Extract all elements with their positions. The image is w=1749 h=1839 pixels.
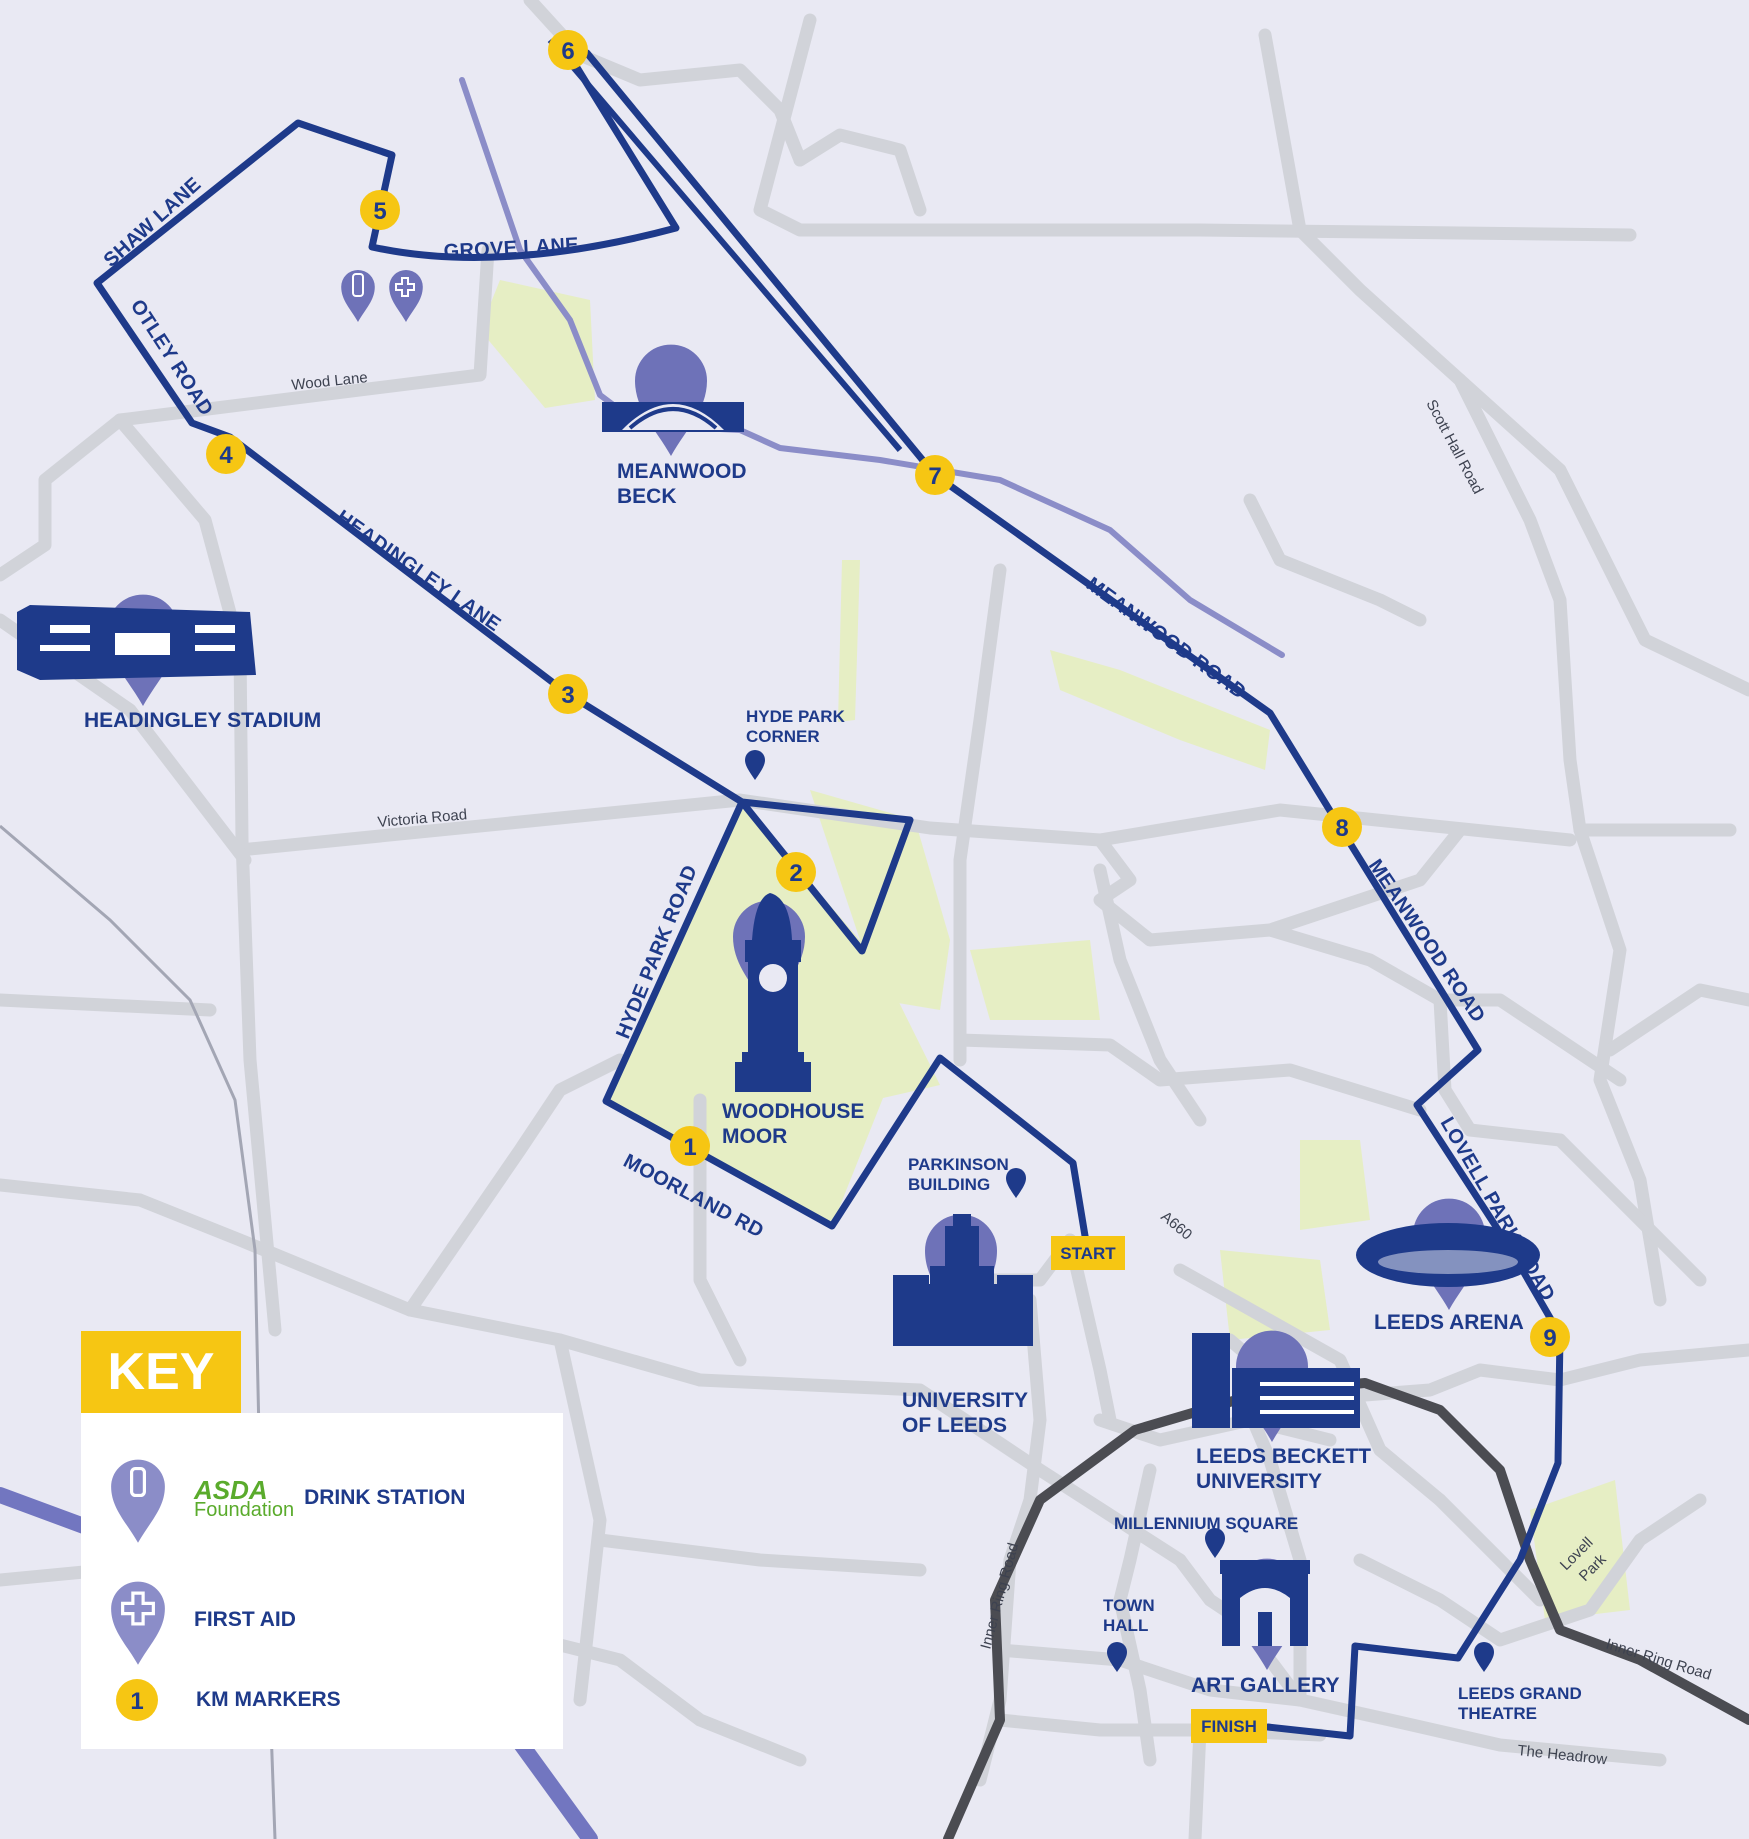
pin-parkinson [1006, 1168, 1026, 1198]
svg-text:5: 5 [373, 198, 386, 225]
km-marker-key-icon: 1 [116, 1679, 158, 1721]
label-leeds-arena: LEEDS ARENA [1374, 1311, 1524, 1334]
university-of-leeds-icon [893, 1214, 1033, 1346]
green-strip-2 [1050, 650, 1270, 770]
km-marker-2: 2 [776, 852, 816, 892]
km-marker-7: 7 [915, 455, 955, 495]
finish-badge: FINISH [1191, 1709, 1267, 1743]
svg-text:3: 3 [561, 682, 574, 709]
svg-text:7: 7 [928, 463, 941, 490]
km-markers: 1 2 3 4 5 6 7 8 9 [206, 30, 1570, 1357]
key-drink-station-label: DRINK STATION [304, 1486, 466, 1509]
km-marker-3: 3 [548, 674, 588, 714]
label-headingley-stadium: HEADINGLEY STADIUM [84, 709, 321, 732]
poi-labels: MEANWOOD BECK HEADINGLEY STADIUM HYDE PA… [84, 460, 1582, 1723]
route-start-loop [93, 49, 1092, 1258]
meanwood-beck-stream [459, 77, 1285, 658]
label-parkinson-2: BUILDING [908, 1175, 990, 1194]
km-marker-8: 8 [1322, 807, 1362, 847]
key-row-drink-station: ASDA Foundation DRINK STATION [106, 1453, 465, 1543]
label-grove-lane: GROVE LANE [443, 234, 579, 263]
svg-text:2: 2 [789, 860, 802, 887]
label-hyde-park-corner-2: CORNER [746, 727, 820, 746]
label-otley-road: OTLEY ROAD [126, 296, 217, 420]
drink-first-aid-pair-5 [352, 273, 415, 297]
key-panel: ASDA Foundation DRINK STATION FIRST AID … [81, 1413, 563, 1749]
label-inner-ring-road-2: Inner Ring Road [1604, 1636, 1713, 1684]
start-badge: START [1051, 1236, 1125, 1270]
label-meanwood-beck-2: BECK [617, 485, 677, 508]
key-first-aid-label: FIRST AID [194, 1608, 296, 1631]
km-marker-5: 5 [360, 190, 400, 230]
label-parkinson-1: PARKINSON [908, 1155, 1009, 1174]
pin-grand-theatre [1474, 1642, 1494, 1672]
label-the-headrow: The Headrow [1517, 1742, 1608, 1768]
asda-foundation-logo: ASDA Foundation [194, 1474, 295, 1521]
key-title: KEY [81, 1331, 241, 1413]
km-marker-4: 4 [206, 434, 246, 474]
label-leeds-beckett-2: UNIVERSITY [1196, 1470, 1322, 1493]
route-outer-parallel [547, 38, 903, 452]
headingley-stadium-icon [17, 605, 256, 680]
svg-text:6: 6 [561, 38, 574, 65]
label-grand-theatre-1: LEEDS GRAND [1458, 1684, 1582, 1703]
label-uni-leeds-1: UNIVERSITY [902, 1389, 1028, 1412]
label-woodhouse-moor-2: MOOR [722, 1125, 787, 1148]
svg-text:8: 8 [1335, 815, 1348, 842]
label-meanwood-beck-1: MEANWOOD [617, 460, 747, 483]
green-patch-beckett [1220, 1250, 1330, 1340]
label-town-hall-2: HALL [1103, 1616, 1148, 1635]
label-a660: A660 [1157, 1208, 1195, 1244]
label-hyde-park-corner-1: HYDE PARK [746, 707, 846, 726]
pin-town-hall [1107, 1642, 1127, 1672]
bottle-icon-5 [352, 273, 364, 297]
green-strip-1 [838, 560, 860, 722]
green-strip-3 [970, 940, 1100, 1020]
pin-meanwood-beck [635, 344, 707, 456]
label-art-gallery: ART GALLERY [1191, 1674, 1340, 1697]
label-town-hall-1: TOWN [1103, 1596, 1155, 1615]
green-patch-arena [1300, 1140, 1370, 1230]
svg-text:4: 4 [219, 442, 233, 469]
label-shaw-lane: SHAW LANE [100, 173, 206, 271]
key-row-km-markers: 1 KM MARKERS [114, 1677, 341, 1723]
svg-text:9: 9 [1543, 1325, 1556, 1352]
finish-label: FINISH [1201, 1717, 1257, 1736]
leeds-arena-icon [1356, 1223, 1540, 1287]
label-headingley-lane: HEADINGLEY LANE [332, 506, 505, 636]
svg-text:1: 1 [683, 1134, 696, 1161]
svg-text:1: 1 [130, 1688, 143, 1715]
route-return-double [583, 49, 1564, 1740]
first-aid-pin-icon [111, 1581, 165, 1665]
label-leeds-beckett-1: LEEDS BECKETT [1196, 1445, 1371, 1468]
art-gallery-icon [1220, 1560, 1310, 1646]
key-km-markers-label: KM MARKERS [196, 1688, 341, 1711]
label-millennium-square: MILLENNIUM SQUARE [1114, 1514, 1298, 1533]
small-pins [745, 750, 1494, 1672]
drink-station-pin-icon [111, 1459, 165, 1543]
leeds-beckett-icon [1192, 1333, 1360, 1428]
start-label: START [1060, 1244, 1116, 1263]
label-uni-leeds-2: OF LEEDS [902, 1414, 1007, 1437]
label-grand-theatre-2: THEATRE [1458, 1704, 1537, 1723]
km-marker-6: 6 [548, 30, 588, 70]
label-woodhouse-moor-1: WOODHOUSE [722, 1100, 864, 1123]
km-marker-1: 1 [670, 1126, 710, 1166]
km-marker-9: 9 [1530, 1317, 1570, 1357]
inner-ring-road [943, 1378, 1749, 1839]
meanwood-beck-bridge-icon [602, 402, 744, 432]
cross-icon-5 [395, 277, 415, 297]
woodhouse-moor-statue-icon [735, 893, 811, 1092]
pin-hyde-park-corner [745, 750, 765, 780]
key-row-first-aid: FIRST AID [106, 1575, 296, 1665]
race-route [93, 49, 1564, 1740]
pin-millennium-square [1205, 1528, 1225, 1558]
